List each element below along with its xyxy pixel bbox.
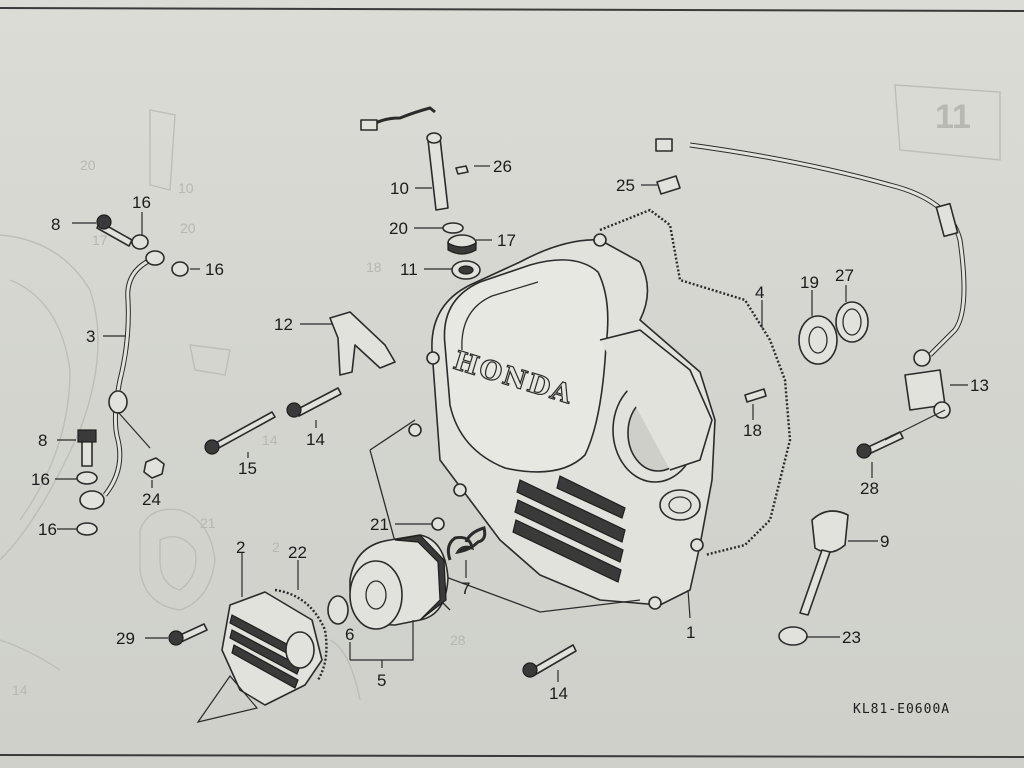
ghost-page-number: 11	[935, 98, 971, 136]
callout-21: 21	[370, 515, 389, 534]
shaft-10-part	[360, 106, 449, 211]
callout-6: 6	[345, 625, 354, 644]
leader-lines	[55, 165, 968, 723]
washer-16-part	[76, 471, 98, 485]
ghost-label: 2	[272, 539, 280, 555]
oring-21-part	[431, 517, 445, 531]
ghost-label: 21	[200, 515, 216, 531]
ghost-background-drawing: 20 10 20 17 3 18 14 21 28 14 2 11	[0, 84, 1001, 701]
bottom-border-line	[0, 754, 1024, 758]
callout-1: 1	[686, 623, 695, 642]
dowel-25-part	[656, 175, 681, 195]
crankcase-cover-part: HONDA	[408, 233, 716, 610]
ghost-label: 17	[92, 232, 108, 248]
callout-11: 11	[400, 260, 418, 279]
oil-filter-5-part	[349, 534, 449, 630]
callout-27: 27	[835, 266, 854, 285]
filter-cover-2-part	[221, 591, 323, 706]
seal-11-part	[451, 260, 481, 280]
seal-6-part	[327, 595, 349, 625]
seal-20-part	[442, 222, 464, 234]
ghost-label: 14	[262, 432, 278, 448]
callout-16-mid: 16	[31, 470, 50, 489]
callout-8-lower: 8	[38, 431, 47, 450]
callout-8-upper: 8	[51, 215, 60, 234]
washer-16-part	[171, 261, 189, 277]
bolt-8-lower-part	[77, 429, 97, 467]
callout-2: 2	[236, 538, 245, 557]
callout-16-top: 16	[132, 193, 151, 212]
wire-harness-part	[655, 138, 967, 419]
cooling-fins	[512, 475, 626, 583]
callout-22: 22	[288, 543, 307, 562]
callout-5: 5	[377, 671, 386, 690]
bearing-17-part	[447, 234, 477, 255]
seal-27-part	[835, 301, 869, 343]
callout-28: 28	[860, 479, 879, 498]
callout-3: 3	[86, 327, 95, 346]
callout-16-right: 16	[205, 260, 224, 279]
pin-26-part	[455, 165, 469, 175]
callout-10: 10	[390, 179, 409, 198]
callout-18: 18	[743, 421, 762, 440]
callout-4: 4	[755, 283, 764, 302]
callout-14-lower: 14	[549, 684, 568, 703]
callout-9: 9	[880, 532, 889, 551]
bolt-14-lower-part	[522, 644, 577, 678]
nut-24-part	[143, 457, 165, 479]
ghost-label: 28	[450, 632, 466, 648]
callout-26: 26	[493, 157, 512, 176]
ghost-label: 18	[366, 259, 382, 275]
bearing-19-part	[798, 315, 838, 365]
callout-25: 25	[616, 176, 635, 195]
spring-7-part	[446, 526, 487, 561]
ghost-label: 20	[80, 157, 96, 173]
dipstick-9-part	[799, 510, 849, 616]
callout-24: 24	[142, 490, 161, 509]
ghost-label: 14	[12, 682, 28, 698]
callout-19: 19	[800, 273, 819, 292]
oil-pipe-part	[79, 250, 165, 510]
bolt-28-part	[856, 431, 904, 459]
callout-13: 13	[970, 376, 989, 395]
callout-17: 17	[497, 231, 516, 250]
top-border-line	[0, 7, 1024, 12]
bolt-29-part	[168, 623, 208, 646]
washer-16-part	[131, 234, 149, 250]
callout-15: 15	[238, 459, 257, 478]
bolt-14-upper-part	[286, 387, 342, 418]
callout-labels: 1 2 3 4 5 6 7 8 8 9 10 11 12 13 14 14 15…	[31, 157, 989, 703]
callout-16-bottom: 16	[38, 520, 57, 539]
oring-23-part	[778, 626, 808, 646]
cover-gasket-part	[599, 208, 792, 557]
callout-29: 29	[116, 629, 135, 648]
ghost-label: 20	[180, 220, 196, 236]
washer-16-part	[76, 522, 98, 536]
bolt-8-upper-part	[96, 214, 133, 247]
callout-20: 20	[389, 219, 408, 238]
callout-7: 7	[461, 579, 470, 598]
bracket-12-part	[329, 311, 396, 376]
drawing-code: KL81-E0600A	[853, 702, 950, 717]
ghost-label: 10	[178, 180, 194, 196]
dowel-18-part	[744, 388, 767, 403]
bolt-15-part	[204, 411, 276, 455]
callout-12: 12	[274, 315, 293, 334]
callout-14-upper: 14	[306, 430, 325, 449]
callout-23: 23	[842, 628, 861, 647]
